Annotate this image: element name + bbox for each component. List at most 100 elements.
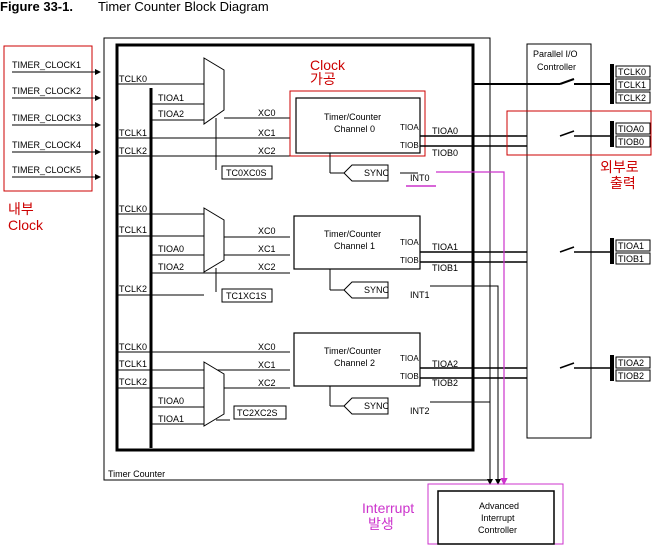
- pin-tioa0: TIOA0: [618, 124, 644, 134]
- ch1-select: [221, 288, 273, 303]
- ch2-sync-label: SYNC: [364, 401, 390, 411]
- io1-pins: TIOA1 TIOB1: [610, 238, 651, 265]
- clock-pins: TCLK0 TCLK1 TCLK2: [610, 64, 651, 104]
- ch1-xc2: XC2: [258, 262, 276, 272]
- channel-0-block: [295, 97, 421, 154]
- annotation-clock-proc-2: 가공: [310, 71, 336, 87]
- ch0-select: [221, 165, 273, 180]
- ch1-xc1: XC1: [258, 244, 276, 254]
- external-output-highlight: [506, 110, 652, 156]
- ch2-bus-tclk1: TCLK1: [119, 359, 147, 369]
- advanced-interrupt-controller: [437, 490, 555, 545]
- ch0-sync-label: SYNC: [364, 168, 390, 178]
- ch1-tiob-out: TIOB1: [432, 263, 458, 273]
- annotation-external-2: 출력: [610, 175, 636, 191]
- ch1-bus-tclk1: TCLK1: [119, 225, 147, 235]
- channel-2-block: [293, 332, 421, 387]
- pio-label-2: Controller: [537, 62, 576, 72]
- ch2-bus-tclk0: TCLK0: [119, 342, 147, 352]
- ch2-bus-tioa1: TIOA1: [158, 414, 184, 424]
- ch1-title-1: Timer/Counter: [324, 229, 381, 239]
- ch0-mux: [203, 57, 225, 125]
- ch2-select: [233, 405, 287, 420]
- annotation-external-1: 외부로: [600, 159, 639, 175]
- annotation-internal-2: Clock: [8, 217, 44, 233]
- ch2-tiob-out: TIOB2: [432, 378, 458, 388]
- io0-pins: TIOA0 TIOB0: [610, 121, 651, 148]
- ch0-bus-tclk2: TCLK2: [119, 146, 147, 156]
- ch0-int: INT0: [410, 173, 430, 183]
- ch0-xc0: XC0: [258, 108, 276, 118]
- ch2-xc1: XC1: [258, 360, 276, 370]
- ch0-sync: [343, 164, 389, 182]
- ch2-bus-tioa0: TIOA0: [158, 396, 184, 406]
- ch0-title-1: Timer/Counter: [324, 112, 381, 122]
- ch0-select-label: TC0XC0S: [226, 168, 267, 178]
- internal-clock-list: TIMER_CLOCK1 TIMER_CLOCK2 TIMER_CLOCK3 T…: [12, 60, 101, 180]
- internal-clock-highlight: [3, 45, 93, 192]
- ch0-clock-proc-highlight: [289, 90, 426, 157]
- ch1-bus-tclk0: TCLK0: [119, 204, 147, 214]
- aic-label-1: Advanced: [479, 501, 519, 511]
- pio-label-1: Parallel I/O: [533, 49, 578, 59]
- pin-tclk1: TCLK1: [618, 80, 646, 90]
- ch1-mux: [203, 207, 225, 273]
- timer-clock-1: TIMER_CLOCK1: [12, 60, 81, 70]
- annotation-internal-1: 내부: [8, 201, 34, 217]
- ch1-sync-label: SYNC: [364, 285, 390, 295]
- ch1-bus-tioa0: TIOA0: [158, 244, 184, 254]
- ch1-title-2: Channel 1: [334, 241, 375, 251]
- ch1-xc0: XC0: [258, 226, 276, 236]
- ch0-xc2: XC2: [258, 146, 276, 156]
- channel-0-group: TCLK0 TIOA1 TIOA2 TCLK1 TCLK2 TC0XC0S XC…: [117, 57, 560, 187]
- ch0-bus-tclk0: TCLK0: [119, 74, 147, 84]
- ch2-xc0: XC0: [258, 342, 276, 352]
- annotation-interrupt-2: 발생: [368, 516, 394, 532]
- ch0-tiob: TIOB: [400, 141, 419, 150]
- ch1-bus-tclk2: TCLK2: [119, 284, 147, 294]
- timer-clock-5: TIMER_CLOCK5: [12, 165, 81, 175]
- aic-label-3: Controller: [478, 525, 517, 535]
- ch2-int: INT2: [410, 406, 430, 416]
- pin-tiob1: TIOB1: [618, 254, 644, 264]
- ch2-title-1: Timer/Counter: [324, 346, 381, 356]
- ch0-tioa: TIOA: [400, 123, 419, 132]
- ch1-select-label: TC1XC1S: [226, 291, 267, 301]
- pin-tiob0: TIOB0: [618, 137, 644, 147]
- ch0-tiob-out: TIOB0: [432, 148, 458, 158]
- ch0-bus-tioa1: TIOA1: [158, 93, 184, 103]
- ch2-xc2: XC2: [258, 378, 276, 388]
- ch2-tiob: TIOB: [400, 372, 419, 381]
- ch0-bus-tclk1: TCLK1: [119, 128, 147, 138]
- channel-1-block: [293, 215, 421, 270]
- figure-title: Timer Counter Block Diagram: [98, 0, 269, 14]
- ch2-tioa-out: TIOA2: [432, 359, 458, 369]
- ch1-tiob: TIOB: [400, 256, 419, 265]
- ch2-sync: [343, 397, 389, 415]
- ch2-tioa: TIOA: [400, 354, 419, 363]
- channel-2-group: TCLK0 TCLK1 TCLK2 TIOA0 TIOA1 TC2XC2S XC…: [117, 332, 560, 427]
- ch2-title-2: Channel 2: [334, 358, 375, 368]
- io2-pins: TIOA2 TIOB2: [610, 355, 651, 382]
- ch0-xc1: XC1: [258, 128, 276, 138]
- ch1-tioa-out: TIOA1: [432, 242, 458, 252]
- timer-counter-outline: [103, 37, 491, 481]
- timer-clock-3: TIMER_CLOCK3: [12, 113, 81, 123]
- timer-counter-label: Timer Counter: [108, 469, 165, 479]
- pin-tclk2: TCLK2: [618, 93, 646, 103]
- pin-tiob2: TIOB2: [618, 371, 644, 381]
- ch1-tioa: TIOA: [400, 238, 419, 247]
- annotation-clock-proc-1: Clock: [310, 57, 346, 73]
- pin-tclk0: TCLK0: [618, 67, 646, 77]
- ch2-bus-tclk2: TCLK2: [119, 377, 147, 387]
- timer-clock-4: TIMER_CLOCK4: [12, 140, 81, 150]
- timer-clock-2: TIMER_CLOCK2: [12, 86, 81, 96]
- pin-tioa2: TIOA2: [618, 358, 644, 368]
- channel-1-group: TCLK0 TCLK1 TIOA0 TIOA2 TCLK2 TC1XC1S XC…: [117, 204, 560, 303]
- ch0-bus-tioa2: TIOA2: [158, 109, 184, 119]
- ch2-mux: [203, 361, 225, 427]
- figure-number: Figure 33-1.: [0, 0, 73, 14]
- ch0-title-2: Channel 0: [334, 124, 375, 134]
- ch1-sync: [343, 281, 389, 299]
